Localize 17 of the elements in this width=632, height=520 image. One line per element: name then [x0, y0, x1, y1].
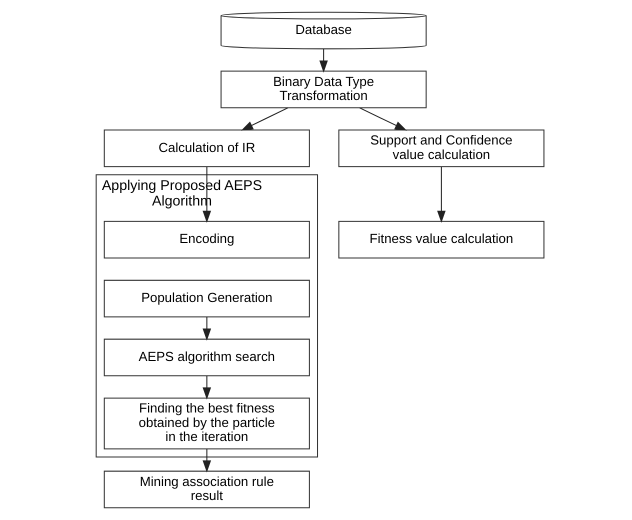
- arrow: [240, 107, 288, 131]
- arrow: [202, 166, 212, 223]
- arrow: [202, 316, 212, 341]
- node-box: Encoding: [104, 220, 310, 258]
- node-box: Binary Data Type Transformation: [220, 70, 427, 108]
- node-box: Population Generation: [104, 280, 310, 318]
- node-box: Calculation of IR: [104, 130, 310, 168]
- arrow: [359, 107, 408, 131]
- arrow: [319, 48, 328, 73]
- arrow: [437, 166, 446, 223]
- node-box: AEPS algorithm search: [104, 338, 310, 376]
- node-box: Fitness value calculation: [338, 220, 544, 258]
- node-box: Finding the best fitness obtained by the particle in the iteration: [104, 398, 310, 450]
- node-box: Support and Confidence value calculation: [338, 130, 544, 168]
- node-box: Mining association rule result: [104, 470, 310, 508]
- arrow: [202, 376, 212, 400]
- arrow: [202, 449, 212, 473]
